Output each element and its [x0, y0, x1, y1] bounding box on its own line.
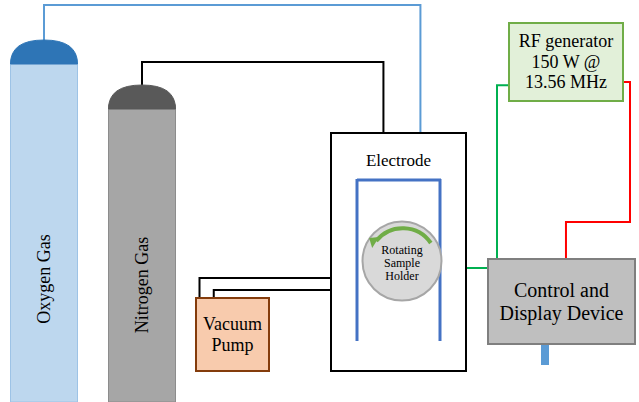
electrode-label: Electrode: [366, 151, 431, 171]
vacuum-pump-box: Vacuum Pump: [195, 297, 270, 372]
cylinder-cap: [11, 40, 78, 64]
gas-line: [467, 85, 508, 268]
gas-line: [142, 62, 383, 132]
cylinder-label: Oxygen Gas: [34, 234, 55, 323]
holder-disc: [363, 222, 442, 301]
box-label: Rotating Sample Holder: [370, 244, 434, 284]
rotation-arrow: [376, 228, 431, 243]
gas-line: [214, 290, 330, 297]
electrode-top: [357, 179, 441, 182]
cylinder-label: Nitrogen Gas: [132, 236, 153, 332]
gas-cylinder: Oxygen Gas: [10, 40, 78, 402]
device-cable: [541, 345, 549, 365]
gas-line: [566, 82, 630, 258]
control-device-box: Control and Display Device: [487, 258, 636, 345]
gas-line: [44, 5, 420, 132]
cylinder-cap: [109, 85, 176, 109]
gas-cylinder: Nitrogen Gas: [108, 85, 176, 402]
cylinder-outline: [10, 40, 78, 402]
plasma-chamber: ElectrodeRotating Sample Holder: [330, 132, 467, 372]
rf-generator-box: RF generator 150 W @ 13.56 MHz: [508, 22, 624, 102]
box-label: RF generator 150 W @ 13.56 MHz: [514, 31, 618, 93]
electrode-plates: [357, 179, 441, 341]
sample-holder: Rotating Sample Holder: [361, 220, 443, 302]
electrode-left: [356, 179, 359, 341]
gas-line: [200, 278, 331, 297]
cylinder-body: [109, 105, 176, 402]
rotation-arrowhead: [369, 237, 379, 248]
cylinder-body: [11, 60, 78, 402]
box-label: Control and Display Device: [495, 279, 628, 325]
box-label: Vacuum Pump: [201, 314, 264, 355]
